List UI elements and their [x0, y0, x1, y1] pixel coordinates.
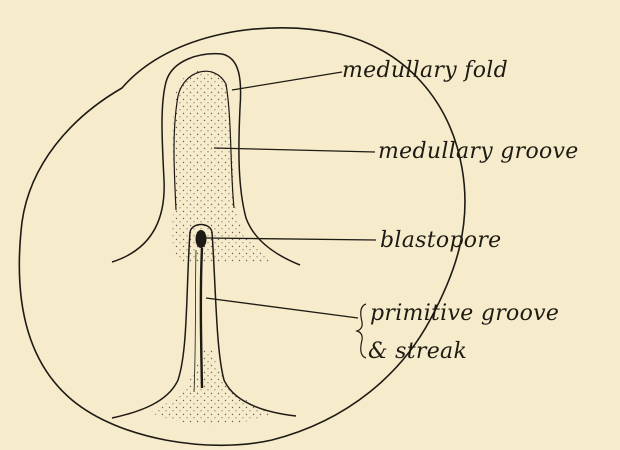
primitive-groove-line	[201, 248, 202, 388]
medullary-plate-shading	[172, 70, 272, 262]
primitive-streak-left	[112, 232, 190, 418]
label-primitive-streak: & streak	[368, 341, 467, 363]
label-primitive-groove: primitive groove	[370, 303, 559, 325]
label-brace	[357, 304, 366, 358]
leader-primitive-groove	[206, 298, 358, 318]
leader-medullary-groove	[214, 148, 375, 152]
blastopore-pit	[196, 230, 207, 248]
label-blastopore: blastopore	[380, 230, 501, 252]
leader-medullary-fold	[232, 72, 342, 90]
streak-base-shading	[150, 350, 272, 424]
label-medullary-fold: medullary fold	[342, 60, 508, 82]
label-medullary-groove: medullary groove	[378, 141, 579, 163]
